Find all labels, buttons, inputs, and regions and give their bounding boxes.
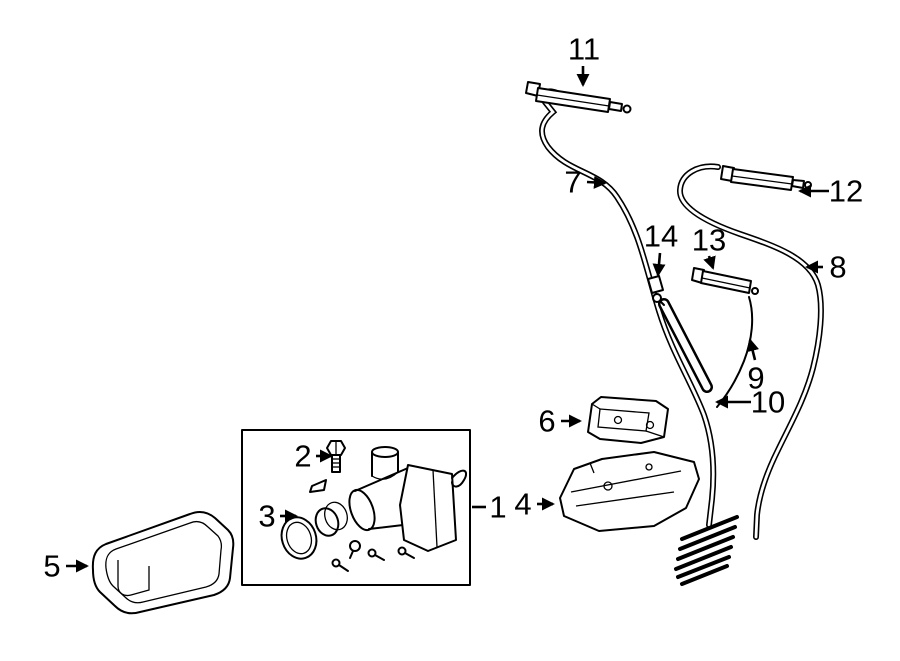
hydraulic-line-9 <box>716 296 754 408</box>
part-label-13[interactable]: 13 <box>692 223 726 258</box>
part-label-4[interactable]: 4 <box>514 487 531 522</box>
part-label-10[interactable]: 10 <box>751 385 785 420</box>
leader-arrow-9 <box>746 338 759 361</box>
part-label-12[interactable]: 12 <box>829 174 863 209</box>
hydraulic-hose-7 <box>539 88 717 528</box>
part-label-14[interactable]: 14 <box>644 219 678 254</box>
seal-ring-3 <box>280 501 348 560</box>
hydraulic-hose-8 <box>677 163 824 540</box>
bracket-6 <box>587 396 669 444</box>
hydraulic-cylinder-12 <box>720 165 812 191</box>
part-label-11[interactable]: 11 <box>568 32 600 67</box>
screw-set <box>331 546 415 572</box>
cover-4 <box>559 451 700 532</box>
part-label-9[interactable]: 9 <box>747 361 764 396</box>
leader-arrow-13 <box>703 255 716 270</box>
pump-motor <box>348 446 468 559</box>
storage-tray-5 <box>91 510 235 615</box>
leader-arrows <box>66 66 829 573</box>
wedge-clip <box>309 479 327 493</box>
hydraulic-cylinder-13 <box>691 267 759 295</box>
part-label-3[interactable]: 3 <box>258 499 275 534</box>
pump-assembly-box <box>241 429 471 586</box>
cylinder-sleeve <box>658 298 713 393</box>
hose-end-bundle <box>674 515 739 586</box>
part-label-2[interactable]: 2 <box>294 439 311 474</box>
hydraulic-cylinder-11 <box>525 81 632 114</box>
part-label-7[interactable]: 7 <box>564 165 581 200</box>
pump-assembly-1 <box>280 440 468 572</box>
part-label-1[interactable]: 1 <box>489 490 506 525</box>
part-label-8[interactable]: 8 <box>829 250 846 285</box>
leader-arrow-14 <box>652 252 666 277</box>
part-labels: 1 2 3 4 5 6 7 8 9 10 11 12 13 14 <box>43 32 863 584</box>
leader-arrow-7 <box>586 175 607 189</box>
fitting-14 <box>647 275 665 306</box>
part-label-6[interactable]: 6 <box>538 404 555 439</box>
part-label-5[interactable]: 5 <box>43 549 60 584</box>
